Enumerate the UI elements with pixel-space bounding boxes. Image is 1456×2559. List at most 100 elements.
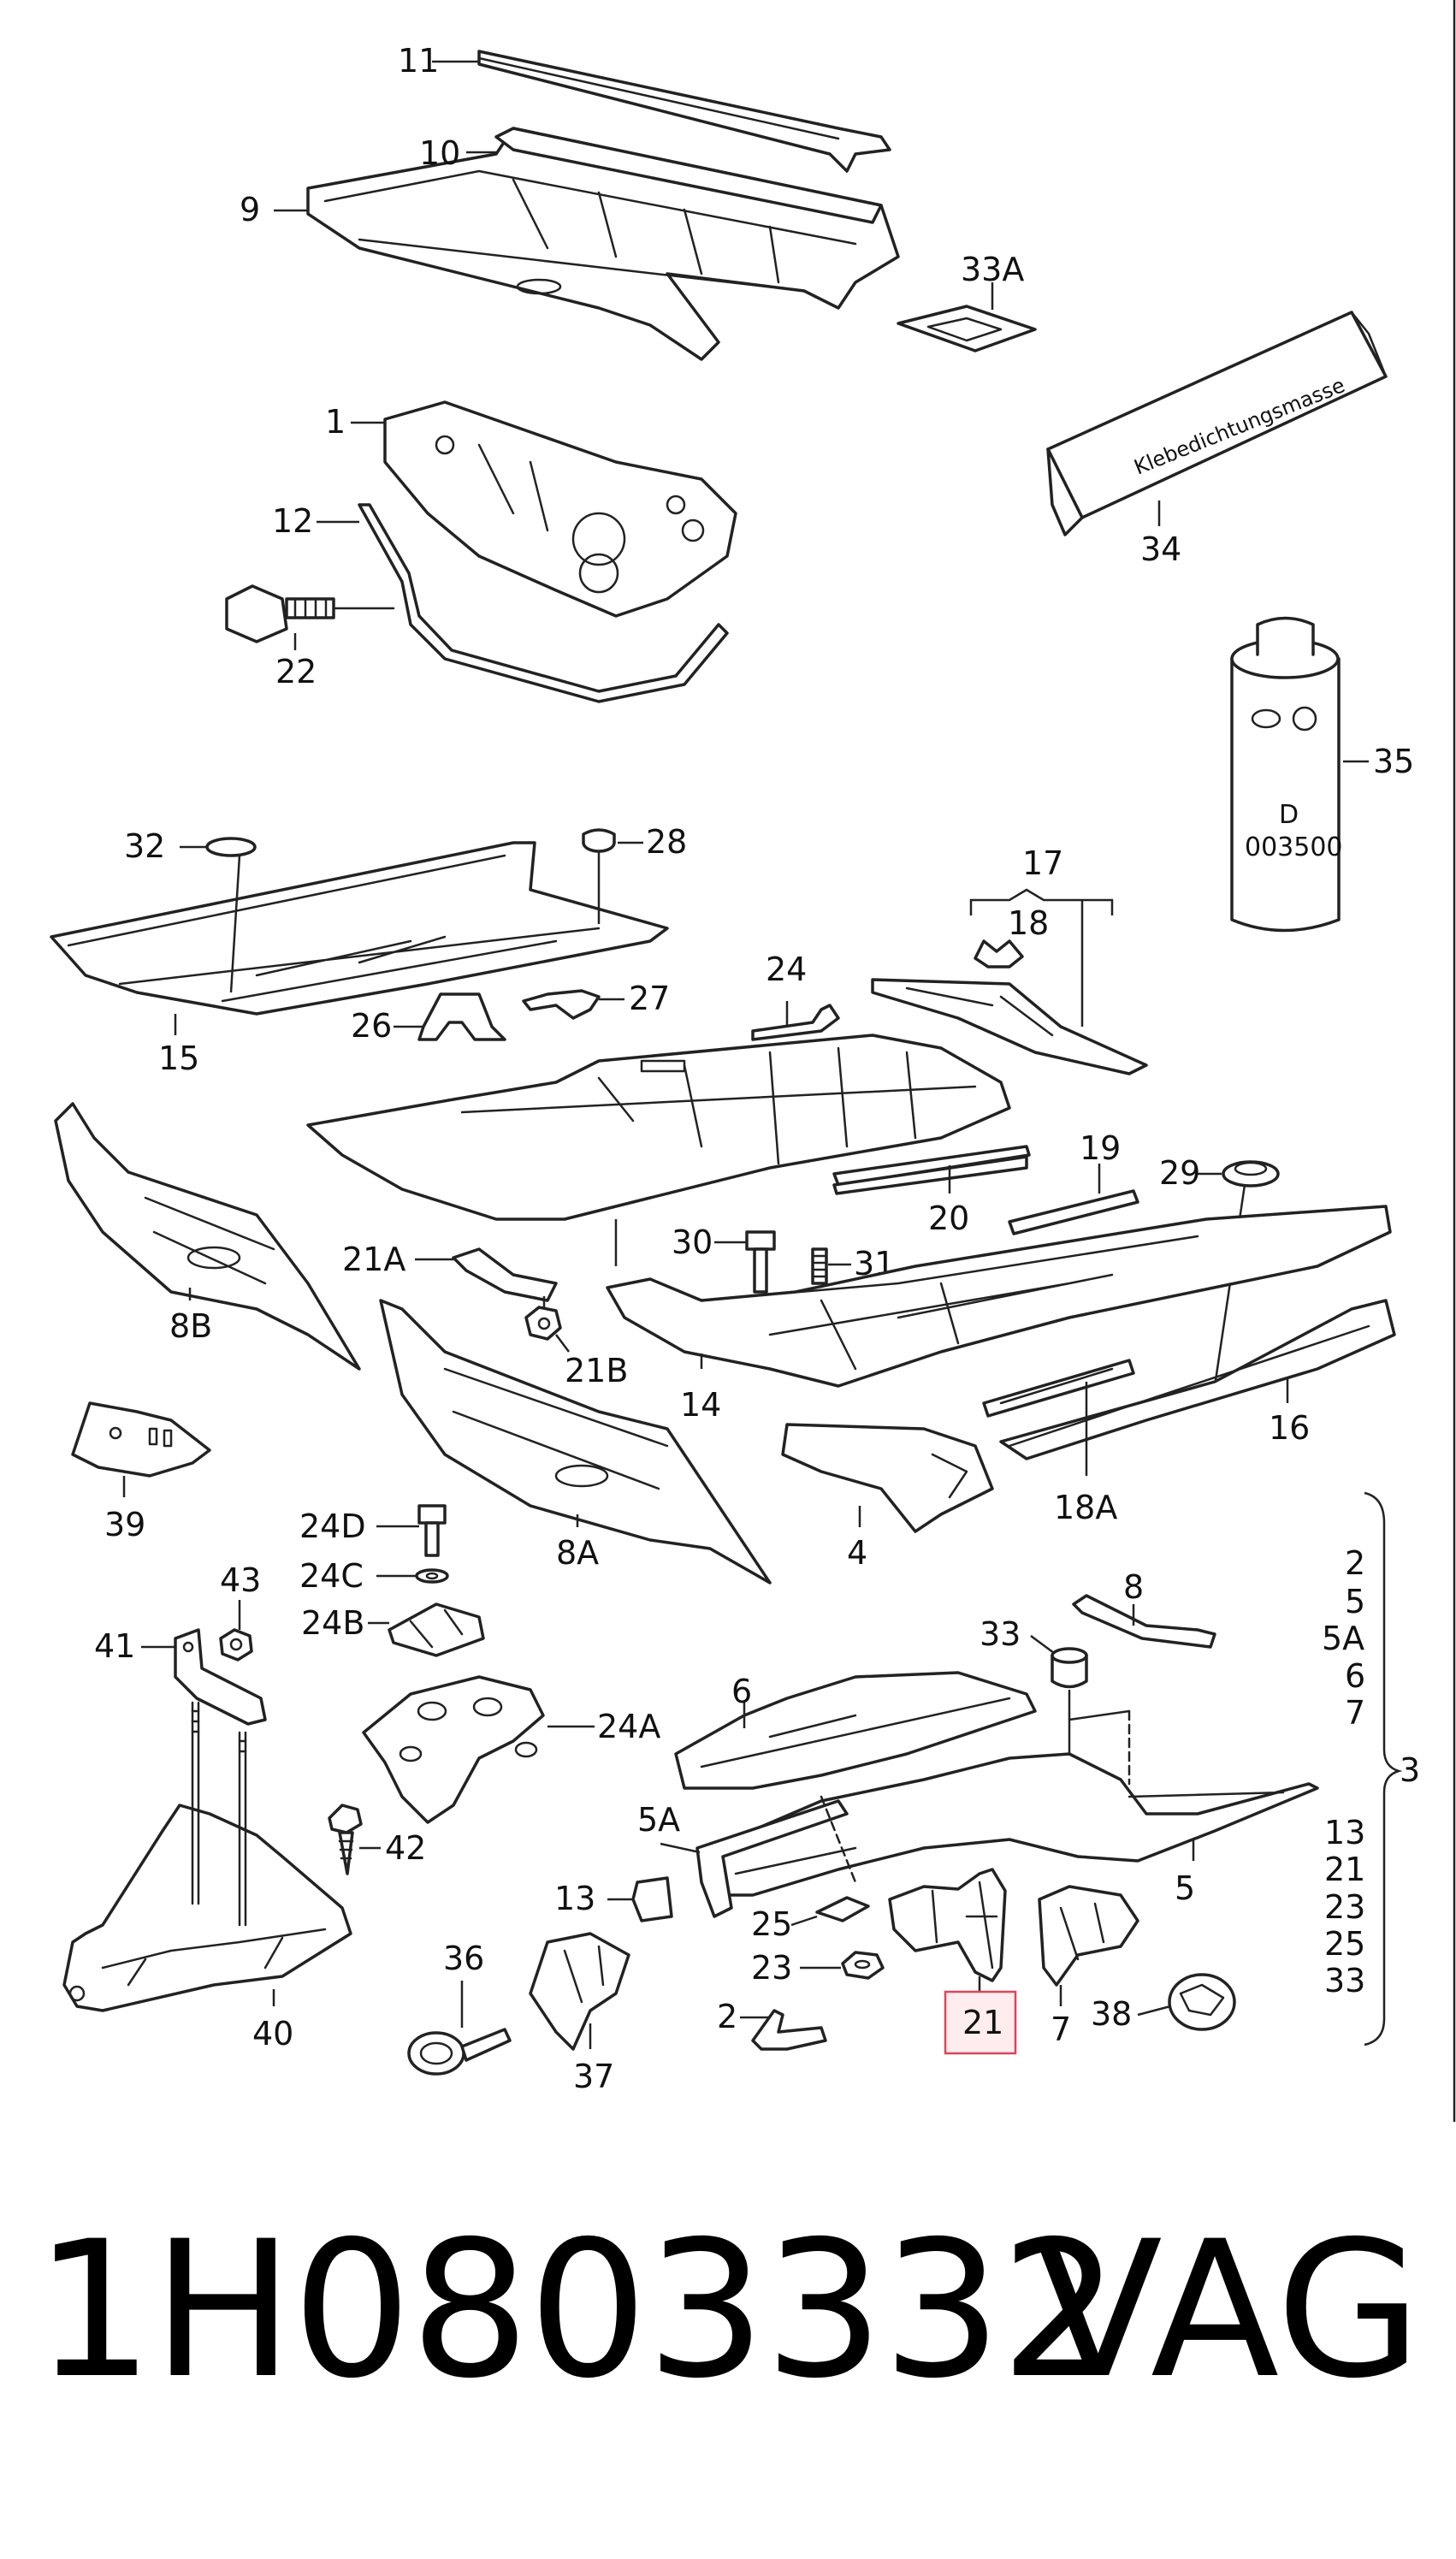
part-19-bar — [1008, 1189, 1139, 1235]
label-23: 23 — [751, 1949, 792, 1987]
part-8A-panel — [379, 1299, 772, 1585]
part-18-clip — [974, 939, 1024, 969]
label-36: 36 — [443, 1940, 484, 1977]
part-43-nut — [219, 1628, 253, 1662]
group3-item: 23 — [1324, 1888, 1365, 1926]
label-27: 27 — [629, 980, 670, 1017]
part-16-rail — [999, 1299, 1396, 1460]
leader-33 — [1030, 1634, 1055, 1655]
can-text-d: D — [1279, 800, 1299, 830]
part-29-grommet — [1222, 1160, 1280, 1188]
label-8A: 8A — [556, 1534, 599, 1572]
parts-diagram: 11 10 9 33A Klebedichtungsmasse 34 1 — [50, 0, 1456, 2122]
part-21-bracket — [888, 1868, 1007, 1982]
group3-item: 6 — [1345, 1657, 1365, 1695]
label-26: 26 — [351, 1007, 392, 1045]
group3-item: 2 — [1345, 1544, 1365, 1582]
brand-name: VAG — [1033, 2201, 1422, 2420]
part-24A-bracket — [362, 1675, 545, 1824]
part-33A-plate — [897, 305, 1037, 352]
label-40: 40 — [252, 2015, 293, 2053]
label-20: 20 — [928, 1200, 969, 1237]
part-27-bracket — [522, 989, 601, 1020]
label-19: 19 — [1080, 1129, 1121, 1167]
part-35-can: D 003500 — [1230, 616, 1343, 933]
part-6-member — [674, 1671, 1037, 1790]
label-24C: 24C — [299, 1557, 364, 1595]
part-number: 1H0803332 — [34, 2201, 1120, 2420]
label-21: 21 — [962, 2004, 1003, 2041]
part-24B-plate — [388, 1602, 485, 1657]
part-4-bracket — [781, 1423, 994, 1533]
label-29: 29 — [1159, 1154, 1200, 1192]
label-43: 43 — [220, 1561, 261, 1599]
footer: 1H0803332 VAG — [0, 2216, 1456, 2490]
label-21B: 21B — [565, 1352, 628, 1389]
group3-item: 33 — [1324, 1962, 1365, 1999]
part-7-bracket — [1038, 1885, 1139, 1987]
part-42-screw — [328, 1804, 363, 1875]
label-14: 14 — [680, 1386, 721, 1424]
part-12-seal — [358, 503, 729, 703]
label-21A: 21A — [342, 1241, 405, 1278]
label-16: 16 — [1269, 1409, 1310, 1447]
label-37: 37 — [573, 2058, 614, 2095]
part-2-bracket — [751, 2009, 827, 2051]
label-4: 4 — [847, 1534, 867, 1572]
label-8B: 8B — [169, 1307, 212, 1345]
label-5: 5 — [1175, 1869, 1195, 1907]
label-34: 34 — [1140, 530, 1181, 568]
label-32: 32 — [124, 827, 165, 865]
part-15-floor — [50, 841, 669, 1016]
part-21B-nut — [524, 1306, 562, 1341]
part-28-cap — [582, 828, 616, 853]
part-18A-strip — [982, 1359, 1135, 1418]
label-7: 7 — [1051, 2011, 1071, 2048]
label-38: 38 — [1091, 1995, 1132, 2033]
leader-5A — [660, 1842, 701, 1854]
label-13: 13 — [554, 1880, 595, 1917]
label-17: 17 — [1022, 844, 1063, 882]
part-34-sealant-tube: Klebedichtungsmasse — [1046, 311, 1388, 536]
label-1: 1 — [325, 403, 346, 441]
part-26-bracket — [417, 992, 506, 1041]
label-25: 25 — [751, 1905, 792, 1943]
part-5A-member — [695, 1795, 857, 1918]
part-25-plate — [815, 1896, 870, 1922]
label-2: 2 — [717, 1998, 737, 2035]
part-22-bolt — [225, 584, 395, 643]
label-12: 12 — [272, 502, 313, 540]
label-18A: 18A — [1054, 1489, 1117, 1526]
group3-item: 7 — [1345, 1694, 1365, 1732]
part-8-strip — [1072, 1594, 1216, 1649]
part-17-brace — [871, 978, 1148, 1075]
part-37-bracket — [529, 1932, 630, 2051]
leader-38 — [1137, 2005, 1171, 2017]
group3-item: 13 — [1324, 1814, 1365, 1851]
label-35: 35 — [1373, 743, 1414, 780]
label-5A: 5A — [637, 1801, 680, 1839]
label-24: 24 — [766, 951, 807, 988]
label-30: 30 — [672, 1223, 713, 1261]
part-5-member — [700, 1709, 1319, 1897]
label-33A: 33A — [961, 251, 1024, 288]
group3-item: 25 — [1324, 1925, 1365, 1963]
part-center-floor — [306, 1034, 1011, 1221]
part-23-nut — [841, 1951, 885, 1980]
can-text-code: 003500 — [1245, 832, 1343, 862]
part-11-rail — [477, 50, 891, 173]
part-8B-panel — [54, 1102, 361, 1371]
label-10: 10 — [419, 134, 460, 172]
label-11: 11 — [398, 42, 439, 80]
label-42: 42 — [385, 1829, 426, 1867]
part-30-bolt — [745, 1230, 776, 1294]
label-33: 33 — [980, 1615, 1021, 1653]
group3-item: 5 — [1345, 1583, 1365, 1620]
group3-item: 5A — [1322, 1620, 1364, 1657]
label-6: 6 — [731, 1673, 752, 1710]
leader-32b — [229, 855, 241, 993]
part-38-clip — [1168, 1973, 1236, 2031]
part-36-eyebolt — [407, 2028, 512, 2076]
label-24D: 24D — [299, 1508, 366, 1545]
leader-25 — [790, 1915, 818, 1927]
